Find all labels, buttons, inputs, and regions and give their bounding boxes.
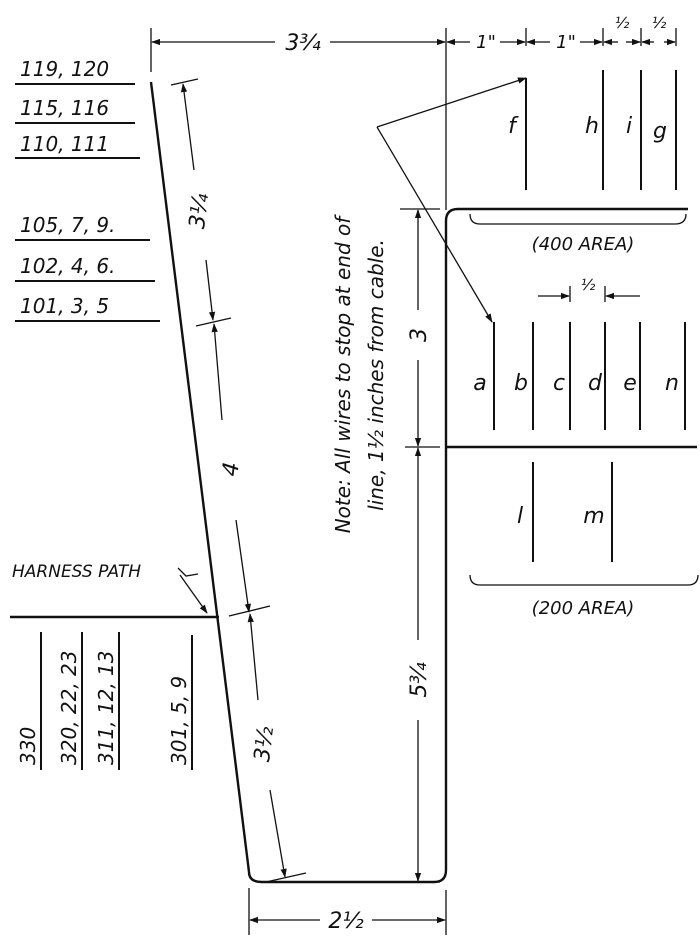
label-330: 330 — [16, 727, 40, 765]
wire-label-b: b — [514, 371, 528, 396]
label-102-4-6: 102, 4, 6. — [20, 254, 115, 278]
dim-label-top-width: 3¾ — [285, 31, 321, 56]
wire-label-h: h — [585, 114, 599, 139]
dim-label-inner-half: ½ — [581, 276, 596, 294]
label-311-12-13: 311, 12, 13 — [94, 650, 118, 765]
brace-400-area — [469, 213, 687, 225]
dim-slanted-segments — [170, 78, 307, 883]
dim-label-half-a: ½ — [615, 14, 630, 32]
note-line-2: line, 1½ inches from cable. — [364, 239, 388, 511]
dim-label-seg-lower: 3½ — [250, 725, 279, 763]
left-label-lines — [15, 83, 160, 322]
harness-path-label: HARNESS PATH — [12, 562, 141, 582]
note-line-1: Note: All wires to stop at end of — [331, 214, 355, 534]
dim-label-right-lower: 5¾ — [407, 662, 432, 698]
dim-label-seg-upper: 3¼ — [185, 191, 214, 230]
wires-top — [525, 70, 677, 190]
label-110-111: 110, 111 — [20, 132, 109, 156]
label-119-120: 119, 120 — [20, 57, 109, 81]
label-115-116: 115, 116 — [20, 96, 109, 120]
note-leaders — [376, 77, 527, 323]
label-200-area: (200 AREA) — [532, 598, 635, 619]
dim-label-seg-middle: 4 — [218, 461, 245, 478]
wire-label-l: l — [517, 504, 523, 529]
dim-inner-half — [538, 286, 640, 302]
label-105-7-9: 105, 7, 9. — [20, 213, 115, 237]
dim-label-1in-a: 1" — [476, 32, 496, 53]
harness-path-leader — [177, 567, 199, 577]
dim-bottom-width — [248, 888, 447, 935]
label-400-area: (400 AREA) — [532, 234, 635, 255]
brace-200-area — [469, 574, 699, 586]
dim-label-1in-b: 1" — [556, 32, 576, 53]
cable-outline — [10, 81, 697, 884]
wire-label-a: a — [473, 371, 486, 396]
dim-label-half-b: ½ — [652, 14, 667, 32]
dim-label-bottom-width: 2½ — [328, 909, 363, 934]
wire-label-m: m — [583, 504, 604, 529]
label-101-3-5: 101, 3, 5 — [20, 294, 109, 318]
wire-label-e: e — [623, 371, 637, 396]
wire-label-c: c — [553, 371, 565, 396]
wire-label-n: n — [665, 371, 679, 396]
wire-label-g: g — [653, 119, 667, 144]
dim-top-width — [150, 28, 447, 210]
label-301-5-9: 301, 5, 9 — [167, 676, 191, 765]
dim-right-vertical — [400, 208, 440, 883]
wires-low — [532, 462, 613, 562]
wire-label-d: d — [588, 371, 603, 396]
dim-label-right-upper: 3 — [407, 328, 432, 342]
label-320-22-23: 320, 22, 23 — [57, 650, 81, 765]
wire-label-i: i — [626, 114, 632, 139]
dim-top-spacing — [446, 28, 677, 46]
wires-mid — [493, 322, 686, 430]
bottom-label-lines — [40, 632, 193, 770]
wire-label-f: f — [508, 114, 519, 139]
